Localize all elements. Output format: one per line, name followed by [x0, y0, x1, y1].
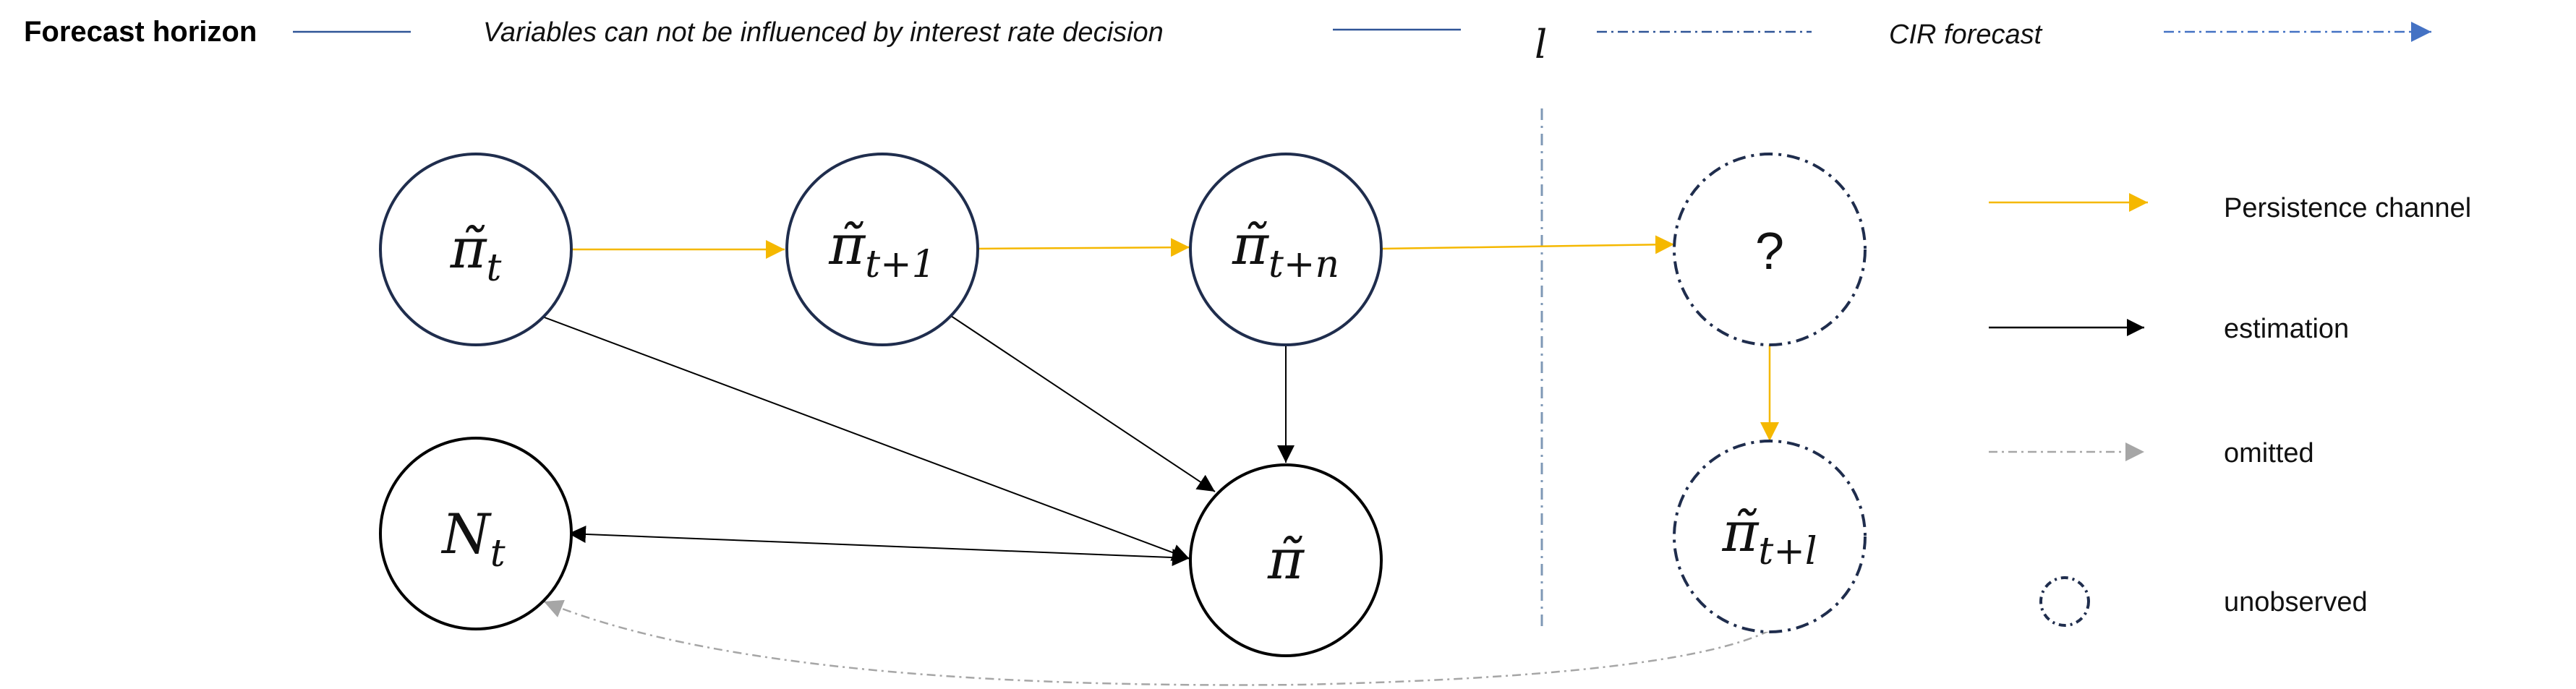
node-pi-bar: π̃ — [1189, 463, 1383, 657]
variables-note: Variables can not be influenced by inter… — [483, 17, 1164, 48]
node-pi-t1-circle — [785, 153, 979, 346]
cut-label: l — [1535, 22, 1547, 67]
node-pi-tl-circle — [1673, 440, 1867, 633]
forecast-horizon-title: Forecast horizon — [24, 16, 257, 48]
node-pi-tn-circle — [1189, 153, 1383, 346]
node-unknown: ? — [1673, 153, 1867, 346]
node-pi-tn: π̃t+n — [1189, 153, 1383, 346]
node-pi-tl: π̃t+l — [1673, 440, 1867, 633]
cir-forecast-label: CIR forecast — [1889, 20, 2043, 50]
node-n-t: Nt — [379, 437, 573, 630]
edge-pit1-to-pibar — [948, 314, 1216, 492]
legend-unobserved-swatch — [2039, 576, 2090, 627]
edge-pitl-to-nt-omitted — [543, 599, 1770, 686]
node-pi-t: π̃t — [379, 153, 573, 346]
node-pi-tl-label: π̃t+l — [1721, 500, 1817, 573]
node-unknown-circle — [1673, 153, 1867, 346]
legend-estimation-label: estimation — [2224, 314, 2349, 344]
legend-persistence-label: Persistence channel — [2224, 193, 2471, 223]
node-n-t-label: Nt — [440, 502, 506, 575]
node-pi-t-label: π̃t — [450, 216, 502, 290]
node-n-t-circle — [379, 437, 573, 630]
node-pi-t-circle — [379, 153, 573, 346]
edge-pitn-to-unknown — [1381, 235, 1675, 254]
node-pi-bar-circle — [1189, 463, 1383, 657]
legend-omitted-label: omitted — [2224, 438, 2314, 468]
node-pi-t1-label: π̃t+1 — [828, 213, 936, 286]
node-pi-tn-label: π̃t+n — [1232, 213, 1339, 286]
edge-pit1-to-pitn — [976, 238, 1190, 257]
node-unknown-label: ? — [1755, 223, 1784, 281]
node-pi-bar-label: π̃ — [1267, 527, 1305, 591]
node-pi-t1: π̃t+1 — [785, 153, 979, 346]
legend-unobserved-label: unobserved — [2224, 587, 2368, 617]
edge-nt-pibar — [568, 525, 1190, 567]
edge-pit-to-pibar — [542, 316, 1190, 561]
